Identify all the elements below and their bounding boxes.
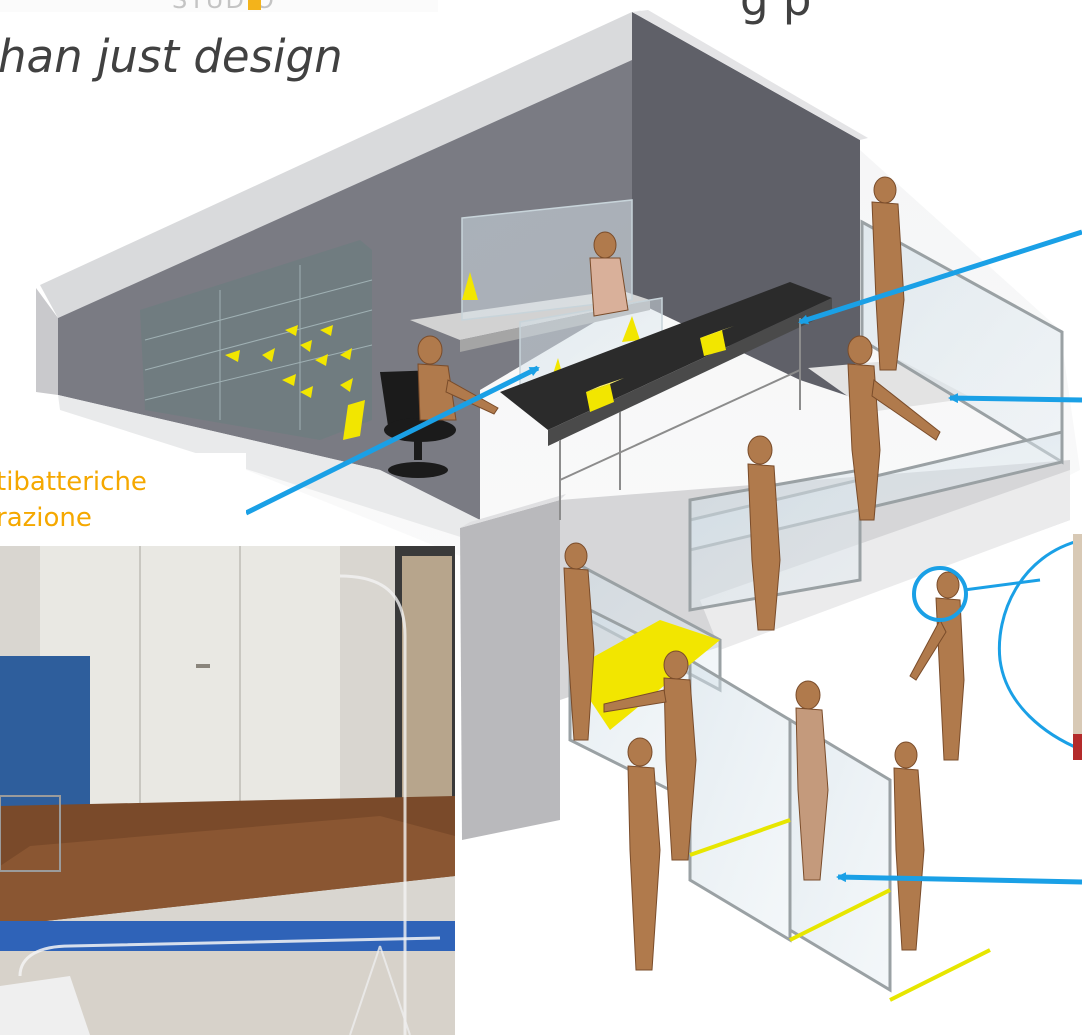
header-fragment: g p (740, 0, 811, 26)
callout-label: tibatteriche razione (0, 453, 246, 547)
zoom-bubble (997, 538, 1082, 752)
interior-floor (58, 395, 480, 540)
conveyor-belt (500, 282, 832, 520)
logo-accent-square (248, 0, 261, 10)
logo: STUDIO (0, 0, 438, 14)
front-partition (460, 500, 560, 840)
photo-plexiglass-counter (0, 546, 455, 1035)
callout-arrow (244, 229, 1082, 885)
callout-label-line: razione (0, 503, 92, 533)
callout-label-line: tibatteriche (0, 467, 147, 497)
tagline: han just design (0, 30, 343, 83)
workbench (570, 620, 720, 730)
back-wall-left (40, 12, 632, 318)
highlight-circle (912, 566, 968, 622)
shelving-unit (140, 240, 373, 440)
photo-image (0, 546, 455, 1035)
inset-photo-face-shield (1073, 534, 1082, 760)
left-wall (36, 288, 58, 395)
zoom-connector (963, 578, 1041, 592)
package-box (586, 326, 734, 412)
floor-marking (689, 818, 991, 1002)
plexiglass-shield (461, 199, 633, 321)
human-figure (417, 176, 965, 971)
